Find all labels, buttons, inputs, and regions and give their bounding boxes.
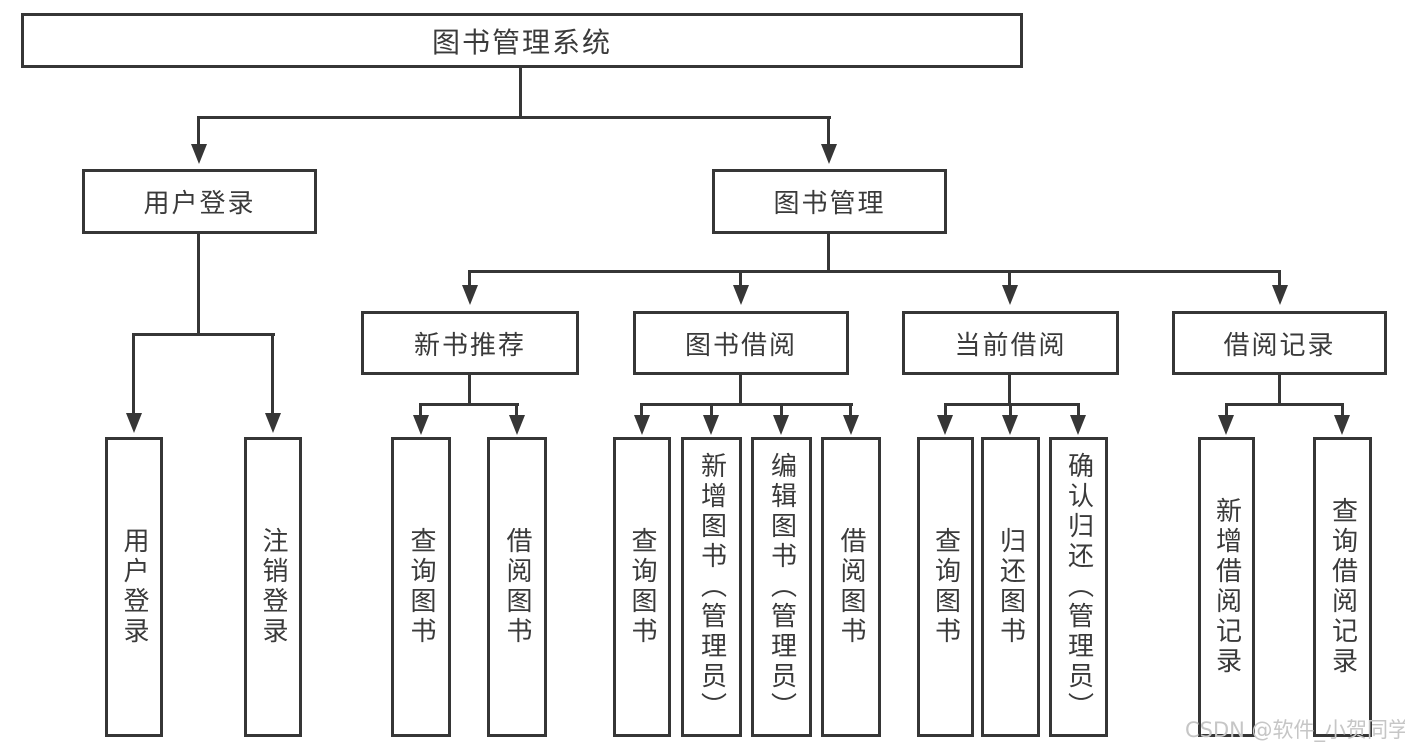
leaf-cb-return-book-label: 归还图书 (995, 527, 1026, 647)
connector-root-stem (519, 67, 522, 117)
arrow-to-bb-leaf4 (843, 415, 859, 435)
leaf-nb-query-book-label: 查询图书 (406, 527, 436, 647)
connector-login-leaf1-stub (132, 333, 135, 415)
connector-cb-leaf2-stub (1009, 403, 1012, 417)
connector-br-leaf2-stub (1341, 403, 1344, 417)
leaf-bb-add-book-admin: 新增图书（管理员） (681, 437, 742, 737)
connector-borrow-record-stub (1278, 270, 1281, 287)
leaf-cb-query-book: 查询图书 (917, 437, 974, 737)
arrow-to-cb-leaf2 (1002, 415, 1018, 435)
connector-borrow-record-stem (1278, 375, 1281, 406)
connector-login-leaf2-stub (271, 333, 274, 415)
connector-bb-leaf2-stub (710, 403, 713, 417)
connector-current-borrow-bus (944, 403, 1080, 406)
node-book-borrow-label: 图书借阅 (684, 330, 797, 361)
csdn-watermark: CSDN @软件_小贺同学 (1185, 718, 1405, 742)
leaf-bb-borrow-book-label: 借阅图书 (836, 527, 866, 647)
arrow-to-bb-leaf1 (634, 415, 650, 435)
connector-bb-leaf1-stub (640, 403, 643, 417)
arrow-to-user-login (191, 144, 207, 164)
arrow-to-bb-leaf3 (773, 415, 789, 435)
leaf-cb-query-book-label: 查询图书 (930, 527, 961, 647)
node-borrow-record-label: 借阅记录 (1223, 330, 1336, 361)
arrow-to-bb-leaf2 (703, 415, 719, 435)
leaf-br-add-record-label: 新增借阅记录 (1211, 497, 1242, 677)
connector-nb-leaf2-stub (515, 403, 518, 417)
node-current-borrow-label: 当前借阅 (954, 330, 1067, 361)
node-root-label: 图书管理系统 (431, 25, 612, 59)
connector-book-borrow-stub (739, 270, 742, 287)
node-borrow-record: 借阅记录 (1172, 311, 1387, 375)
connector-new-book-bus (419, 403, 519, 406)
connector-bb-leaf3-stub (780, 403, 783, 417)
node-current-borrow: 当前借阅 (902, 311, 1119, 375)
leaf-nb-borrow-book: 借阅图书 (487, 437, 547, 737)
arrow-to-current-borrow (1002, 285, 1018, 305)
leaf-cb-confirm-return-admin-label: 确认归还（管理员） (1063, 452, 1094, 722)
node-user-login: 用户登录 (82, 169, 317, 234)
leaf-logout-label: 注销登录 (258, 527, 288, 647)
connector-user-login-bus (132, 333, 275, 336)
arrow-to-nb-leaf2 (509, 415, 525, 435)
node-new-book-label: 新书推荐 (413, 330, 526, 361)
arrow-to-book-mgmt (821, 144, 837, 164)
connector-book-mgmt-stem (827, 234, 830, 273)
connector-cb-leaf3-stub (1077, 403, 1080, 417)
leaf-br-add-record: 新增借阅记录 (1198, 437, 1255, 737)
leaf-cb-confirm-return-admin: 确认归还（管理员） (1049, 437, 1108, 737)
leaf-bb-borrow-book: 借阅图书 (821, 437, 881, 737)
arrow-to-nb-leaf1 (413, 415, 429, 435)
leaf-nb-borrow-book-label: 借阅图书 (502, 527, 532, 647)
connector-borrow-record-bus (1225, 403, 1344, 406)
arrow-to-book-borrow (733, 285, 749, 305)
arrow-to-new-book (462, 285, 478, 305)
node-new-book: 新书推荐 (361, 311, 579, 375)
connector-level1-bus (197, 116, 831, 119)
connector-level2-bus (468, 270, 1281, 273)
node-book-mgmt-label: 图书管理 (773, 189, 886, 219)
connector-br-leaf1-stub (1225, 403, 1228, 417)
arrow-to-cb-leaf3 (1070, 415, 1086, 435)
connector-new-book-stem (468, 375, 471, 406)
leaf-user-login: 用户登录 (105, 437, 163, 737)
arrow-to-br-leaf1 (1218, 415, 1234, 435)
connector-user-login-stub (197, 116, 200, 146)
arrow-to-borrow-record (1272, 285, 1288, 305)
arrow-to-login-leaf2 (265, 413, 281, 433)
connector-bb-leaf4-stub (849, 403, 852, 417)
leaf-user-login-label: 用户登录 (119, 527, 149, 647)
connector-book-mgmt-stub (827, 116, 830, 146)
connector-current-borrow-stem (1008, 375, 1011, 406)
leaf-nb-query-book: 查询图书 (391, 437, 451, 737)
arrow-to-br-leaf2 (1334, 415, 1350, 435)
leaf-cb-return-book: 归还图书 (981, 437, 1040, 737)
leaf-logout: 注销登录 (244, 437, 302, 737)
node-user-login-label: 用户登录 (143, 189, 256, 219)
leaf-br-query-record-label: 查询借阅记录 (1327, 497, 1358, 677)
connector-new-book-stub (468, 270, 471, 287)
connector-user-login-stem (197, 234, 200, 336)
node-book-mgmt: 图书管理 (712, 169, 947, 234)
node-book-borrow: 图书借阅 (633, 311, 849, 375)
connector-current-borrow-stub (1008, 270, 1011, 287)
arrow-to-login-leaf1 (126, 413, 142, 433)
leaf-bb-add-book-admin-label: 新增图书（管理员） (696, 452, 727, 722)
leaf-bb-edit-book-admin-label: 编辑图书（管理员） (766, 452, 797, 722)
leaf-bb-query-book-label: 查询图书 (627, 527, 657, 647)
connector-nb-leaf1-stub (419, 403, 422, 417)
arrow-to-cb-leaf1 (937, 415, 953, 435)
node-root: 图书管理系统 (21, 13, 1023, 68)
leaf-br-query-record: 查询借阅记录 (1313, 437, 1372, 737)
leaf-bb-edit-book-admin: 编辑图书（管理员） (751, 437, 812, 737)
connector-book-borrow-stem (739, 375, 742, 406)
connector-book-borrow-bus (640, 403, 853, 406)
leaf-bb-query-book: 查询图书 (613, 437, 671, 737)
connector-cb-leaf1-stub (944, 403, 947, 417)
